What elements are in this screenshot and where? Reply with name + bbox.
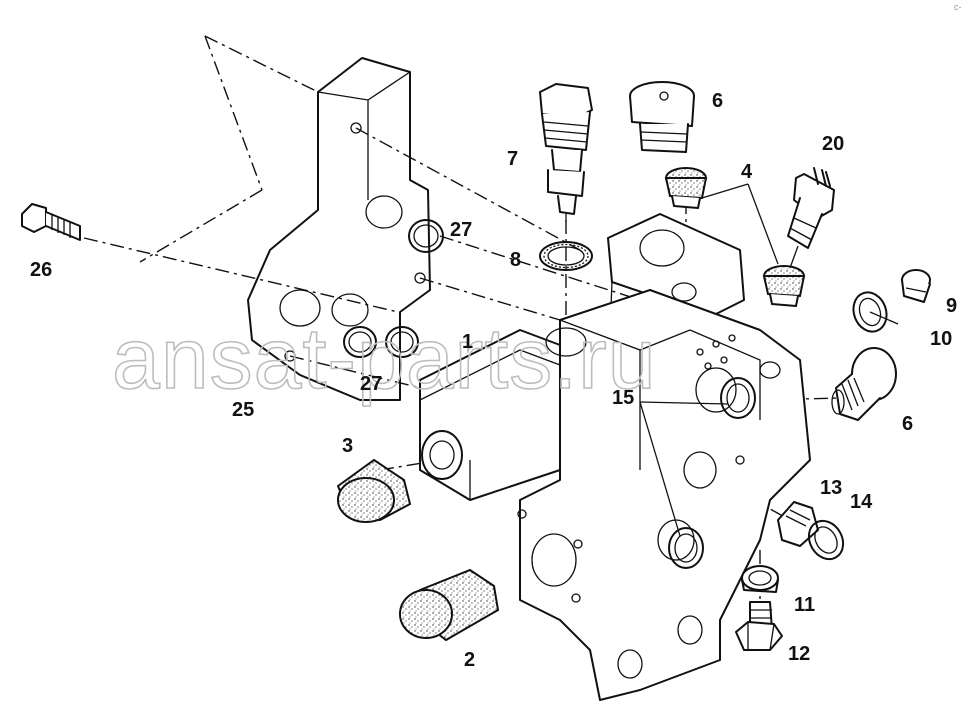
bolt	[21, 203, 81, 241]
relief-valve	[539, 83, 593, 222]
cap-plug-bottom	[399, 568, 500, 642]
callout-10: 10	[930, 328, 952, 350]
plug-top	[629, 81, 695, 153]
callout-8: 8	[510, 249, 521, 271]
callout-1: 1	[462, 331, 473, 353]
small-plug-upper	[664, 167, 708, 209]
o-ring-upper	[408, 219, 444, 253]
callout-11: 11	[794, 594, 815, 616]
callout-14: 14	[850, 491, 873, 513]
callout-15: 15	[612, 387, 634, 409]
callout-7: 7	[507, 148, 518, 170]
corner-mark: c-	[954, 2, 962, 12]
callout-labels: 26 25 27 27 7 8 6 20 4 9 10 1 15 6 3 13 …	[30, 90, 957, 671]
sealing-washer	[539, 241, 593, 271]
small-plug-lower	[762, 265, 806, 307]
pressure-switch	[787, 167, 835, 269]
callout-9: 9	[946, 295, 957, 317]
callout-27-lower: 27	[360, 373, 382, 395]
watermark-text: ansat-parts.ru	[112, 311, 657, 407]
washer-bottom	[741, 565, 779, 593]
o-ring-lower-pair	[343, 326, 419, 358]
valve-block-body	[419, 213, 811, 701]
callout-13: 13	[820, 477, 842, 499]
plug-with-oring	[777, 501, 845, 561]
leader-lines	[639, 183, 899, 537]
plug-right	[831, 347, 897, 421]
callout-26: 26	[30, 259, 52, 281]
callout-20: 20	[822, 133, 844, 155]
callout-12: 12	[788, 643, 810, 665]
callout-6-top: 6	[712, 90, 723, 112]
hex-plug-bottom	[735, 601, 783, 651]
callout-25: 25	[232, 399, 254, 421]
callout-4: 4	[741, 161, 753, 183]
callout-2: 2	[464, 649, 475, 671]
cap-plug-left	[336, 458, 412, 523]
callout-3: 3	[342, 435, 353, 457]
callout-6-right: 6	[902, 413, 913, 435]
plug-small-right	[901, 269, 931, 303]
o-ring-side	[668, 377, 756, 569]
washer-right	[852, 291, 888, 333]
callout-27-upper: 27	[450, 219, 472, 241]
